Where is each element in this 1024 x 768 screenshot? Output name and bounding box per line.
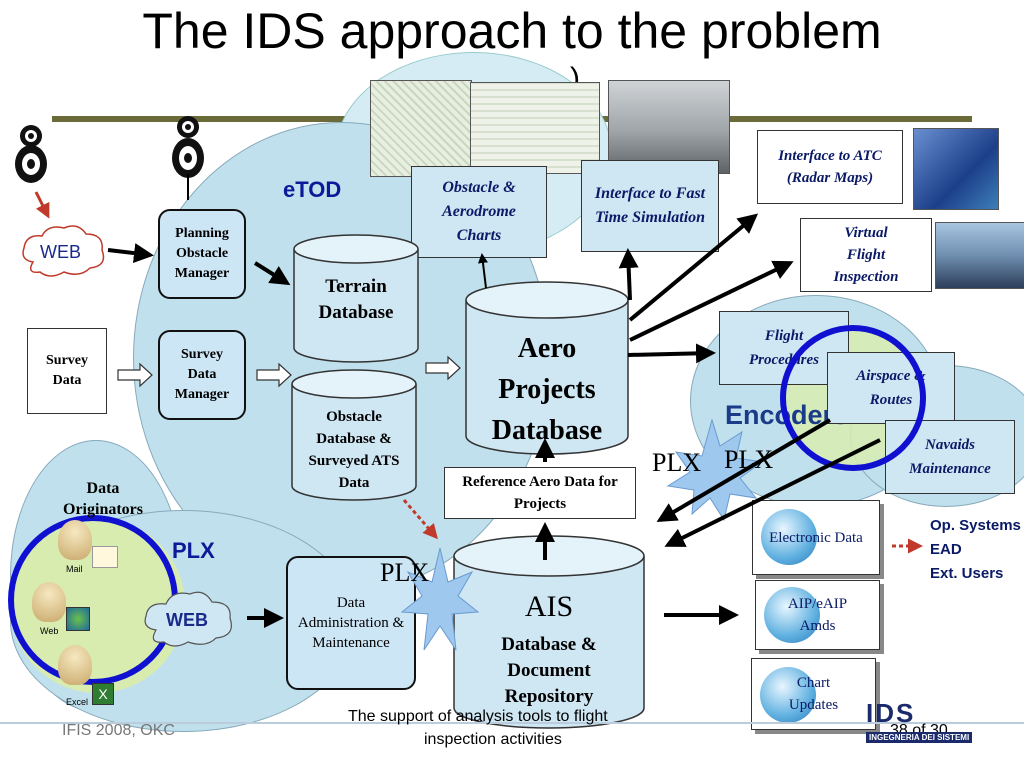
footer-subtitle-line2: inspection activities [424, 731, 562, 748]
radar-display-picture [913, 128, 999, 210]
hollow-arrow [425, 355, 461, 381]
interface-atc-label: Interface to ATC (Radar Maps) [778, 148, 882, 186]
icon-label-mail: Mail [66, 564, 83, 574]
arrow [34, 191, 50, 219]
footer-event: IFIS 2008, OKC [62, 722, 175, 739]
data-originators-label: Data Originators [63, 480, 143, 518]
web-label-bottom: WEB [166, 610, 208, 630]
globe-icon [760, 667, 816, 723]
person-icon [172, 116, 204, 178]
survey-data-box: Survey Data [27, 328, 107, 414]
planning-obstacle-manager-label: Planning Obstacle Manager [174, 226, 230, 281]
aip-eaip-box: AIP/eAIP Amds [755, 580, 880, 650]
ext-users-label: Ext. Users [930, 565, 1004, 582]
globe-icon [764, 587, 820, 643]
excel-icon: X [92, 683, 114, 705]
web-label-top: WEB [40, 242, 82, 262]
icon-label-excel: Excel [66, 697, 89, 707]
ais-cylinder [453, 535, 645, 729]
person-icon-1 [58, 520, 92, 560]
virtual-flight-inspection-label: Virtual Flight Inspection [833, 225, 899, 285]
blue-circle-right [780, 325, 926, 471]
arrow [627, 343, 716, 364]
ais-subtitle-label: Database & Document Repository [501, 634, 597, 707]
arrow [253, 261, 291, 286]
hollow-arrow [117, 362, 153, 388]
person-icon-3 [58, 645, 92, 685]
ids-logo-text: IDS [866, 698, 916, 728]
ead-label: EAD [930, 541, 962, 558]
arrow [628, 213, 759, 322]
survey-data-label: Survey Data [46, 353, 88, 388]
slide-title: The IDS approach to the problem [142, 3, 882, 59]
etod-label: eTOD [283, 177, 342, 202]
arrow [618, 248, 639, 301]
reference-aero-data-label: Reference Aero Data for Projects [462, 474, 618, 512]
web-cloud-bottom [144, 591, 232, 647]
plx-label-b: PLX [652, 448, 702, 477]
plx-label-a: PLX [380, 558, 430, 587]
plx-star-icon [666, 418, 764, 522]
planning-obstacle-manager: Planning Obstacle Manager [158, 209, 246, 299]
op-systems-label: Op. Systems [930, 517, 1021, 534]
navaids-maintenance-label: Navaids Maintenance [909, 437, 991, 477]
interface-fast-time-label: Interface to Fast Time Simulation [594, 185, 706, 226]
data-administration-box: Data Administration & Maintenance [286, 556, 416, 690]
arrow [629, 260, 794, 342]
globe-icon [66, 607, 90, 631]
chart-updates-label: Chart Updates [788, 675, 839, 713]
airport-simulation-picture [608, 80, 730, 174]
flight-inspection-picture [935, 222, 1024, 289]
obstacle-database-label: Obstacle Database & Surveyed ATS Data [308, 409, 400, 491]
arrow [656, 418, 832, 523]
ids-logo-subtext: INGEGNERIA DEI SISTEMI [866, 732, 973, 743]
virtual-flight-inspection-box: Virtual Flight Inspection [800, 218, 932, 292]
terrain-database-label: Terrain Database [318, 276, 394, 323]
web-cloud-top [22, 225, 105, 277]
interface-atc-box: Interface to ATC (Radar Maps) [757, 130, 903, 204]
arrow [402, 499, 438, 540]
chart-updates-box: Chart Updates [751, 658, 876, 730]
plx-star-icon [400, 547, 480, 651]
electronic-data-box: Electronic Data [752, 500, 880, 575]
plx-label-c: PLX [724, 445, 774, 474]
charts-picture-2 [470, 82, 600, 174]
data-administration-label: Data Administration & Maintenance [297, 595, 405, 651]
footer-subtitle-line1: The support of analysis tools to flight [348, 708, 608, 725]
aero-projects-database-label: Aero Projects Database [491, 333, 603, 446]
electronic-data-label: Electronic Data [769, 529, 863, 546]
hollow-arrow [256, 362, 292, 388]
globe-icon [761, 509, 817, 565]
aip-eaip-label: AIP/eAIP Amds [787, 596, 848, 634]
arrow [107, 243, 154, 264]
interface-fast-time-box: Interface to Fast Time Simulation [581, 160, 719, 252]
survey-data-manager: Survey Data Manager [158, 330, 246, 420]
mail-icon [92, 546, 118, 568]
title-fragment: ) [570, 62, 580, 95]
obstacle-database-cylinder [291, 369, 417, 501]
reference-aero-data-box: Reference Aero Data for Projects [444, 467, 636, 519]
icon-label-web: Web [40, 626, 59, 636]
person-icon-2 [32, 582, 66, 622]
obstacle-charts-box: Obstacle & Aerodrome Charts [411, 166, 547, 258]
obstacle-charts-label: Obstacle & Aerodrome Charts [442, 179, 516, 244]
terrain-database-cylinder [293, 234, 419, 363]
arrow [664, 438, 881, 547]
ids-logo: IDS INGEGNERIA DEI SISTEMI [866, 698, 1016, 748]
person-icon [15, 125, 47, 183]
survey-data-manager-label: Survey Data Manager [174, 347, 230, 402]
charts-picture [370, 80, 472, 177]
plx-label: PLX [172, 538, 215, 563]
arrow [477, 253, 488, 289]
ais-title-label: AIS [524, 590, 574, 623]
footer-line [0, 722, 1024, 724]
